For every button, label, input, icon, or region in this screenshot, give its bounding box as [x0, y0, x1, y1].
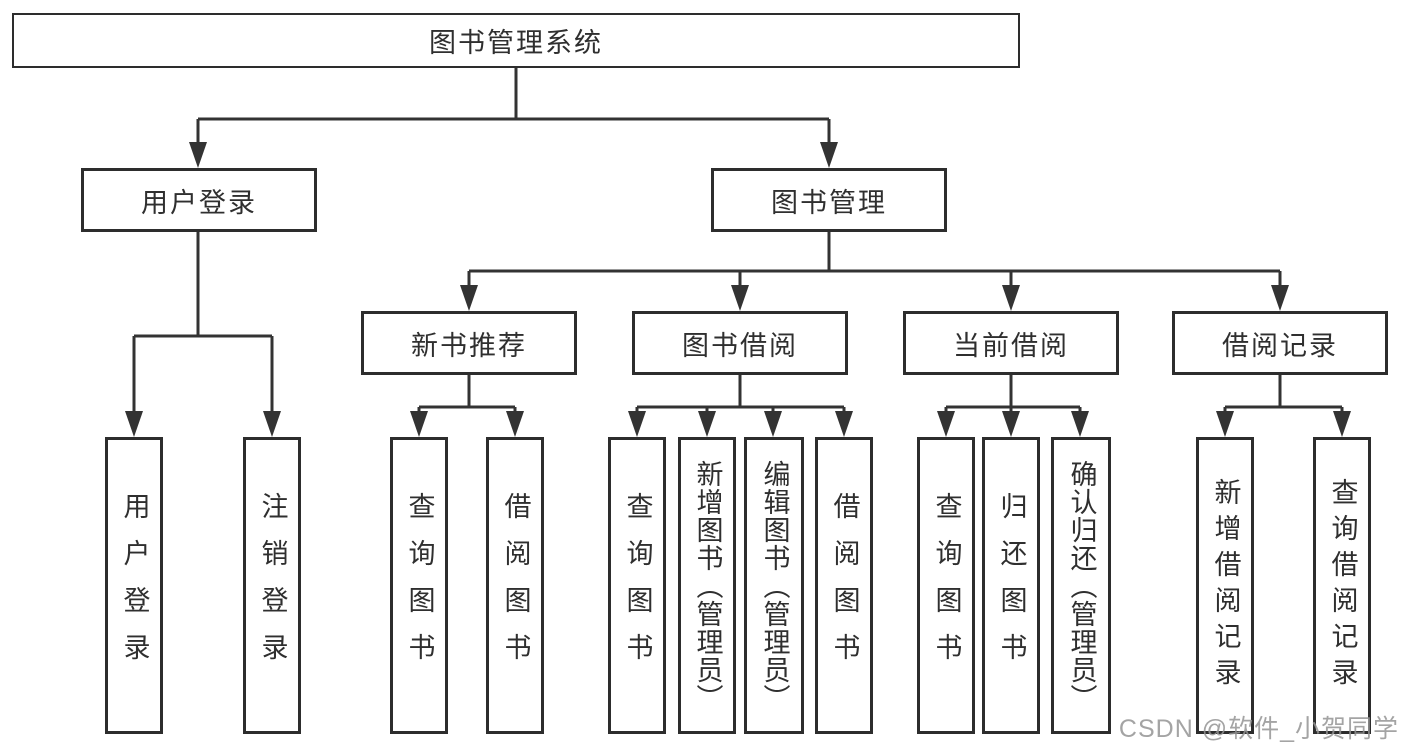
- leaf-query-books-current: 查询图书: [917, 437, 975, 734]
- leaf-user-login: 用户登录: [105, 437, 163, 734]
- leaf-borrow-books: 借阅图书: [815, 437, 873, 734]
- node-system-root-label: 图书管理系统: [429, 28, 603, 58]
- node-current-borrow-label: 当前借阅: [953, 330, 1069, 361]
- node-borrow-records-label: 借阅记录: [1222, 330, 1338, 361]
- node-book-management-label: 图书管理: [771, 187, 887, 218]
- leaf-return-book: 归还图书: [982, 437, 1040, 734]
- node-book-borrow: 图书借阅: [632, 311, 848, 375]
- node-book-management: 图书管理: [711, 168, 947, 232]
- leaf-query-borrow-record: 查询借阅记录: [1313, 437, 1371, 734]
- node-user-login: 用户登录: [81, 168, 317, 232]
- node-borrow-records: 借阅记录: [1172, 311, 1388, 375]
- leaf-edit-book-admin: 编辑图书（管理员）: [744, 437, 804, 734]
- leaf-borrow-books-recommend: 借阅图书: [486, 437, 544, 734]
- leaf-query-books-borrow: 查询图书: [608, 437, 666, 734]
- node-new-book-recommend-label: 新书推荐: [411, 330, 527, 361]
- leaf-logout: 注销登录: [243, 437, 301, 734]
- leaf-add-book-admin: 新增图书（管理员）: [678, 437, 736, 734]
- arrowheads: [125, 142, 1351, 437]
- node-book-borrow-label: 图书借阅: [682, 330, 798, 361]
- leaf-query-books-recommend: 查询图书: [390, 437, 448, 734]
- node-system-root: 图书管理系统: [12, 13, 1020, 68]
- node-new-book-recommend: 新书推荐: [361, 311, 577, 375]
- leaf-add-borrow-record: 新增借阅记录: [1196, 437, 1254, 734]
- node-current-borrow: 当前借阅: [903, 311, 1119, 375]
- node-user-login-label: 用户登录: [141, 187, 257, 218]
- leaf-confirm-return-admin: 确认归还（管理员）: [1051, 437, 1111, 734]
- csdn-watermark: CSDN @软件_小贺同学: [1118, 715, 1399, 743]
